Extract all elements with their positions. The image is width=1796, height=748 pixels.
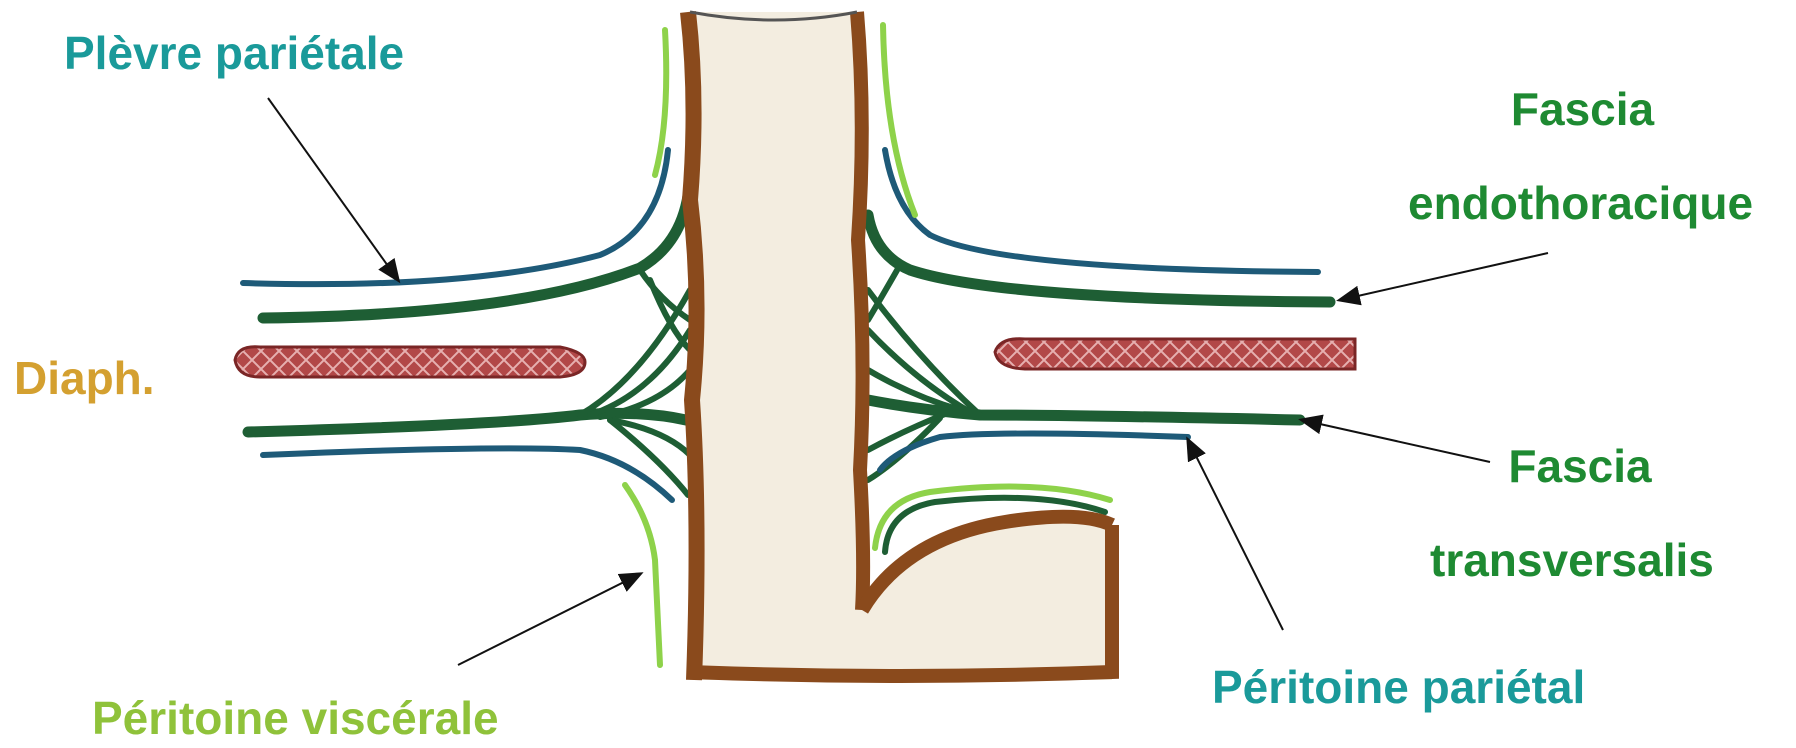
pleura-parietal-right-upper	[885, 150, 1318, 272]
arrow-icon	[1340, 253, 1548, 300]
peritoneum-parietal-left	[263, 448, 672, 500]
fascia-fibers-left	[580, 270, 690, 495]
organ-tube-wall-right	[857, 12, 863, 610]
diaphragm-right	[995, 339, 1355, 369]
label-plevre-parietale: Plèvre pariétale	[64, 30, 404, 76]
arrow-icon	[458, 574, 640, 665]
fascia-endothoracic-left	[263, 175, 690, 318]
peritoneum-parietal-right	[880, 434, 1188, 471]
arrow-icon	[1302, 420, 1490, 462]
diaphragm-left	[235, 347, 585, 377]
label-fascia-transversalis-line1: Fascia	[1480, 443, 1680, 489]
arrow-icon	[268, 98, 398, 280]
fascia-fibers-right	[868, 265, 980, 480]
organ-tube-wall-left	[688, 12, 697, 680]
pleura-parietal-left-upper	[243, 150, 668, 284]
pleura-visceral-right-upper	[883, 25, 915, 215]
fascia-endothoracic-right	[868, 215, 1330, 302]
label-peritoine-viscerale: Péritoine viscérale	[92, 695, 499, 741]
label-diaph: Diaph.	[14, 355, 155, 401]
label-fascia-transversalis-line2: transversalis	[1430, 537, 1714, 583]
label-fascia-endothoracique-line2: endothoracique	[1408, 180, 1753, 226]
label-fascia-endothoracique-line1: Fascia	[1480, 86, 1685, 132]
label-peritoine-parietal: Péritoine pariétal	[1212, 664, 1585, 710]
arrow-icon	[1188, 440, 1283, 630]
pleura-visceral-left-upper	[655, 30, 666, 175]
peritoneum-visceral-left	[625, 485, 660, 665]
